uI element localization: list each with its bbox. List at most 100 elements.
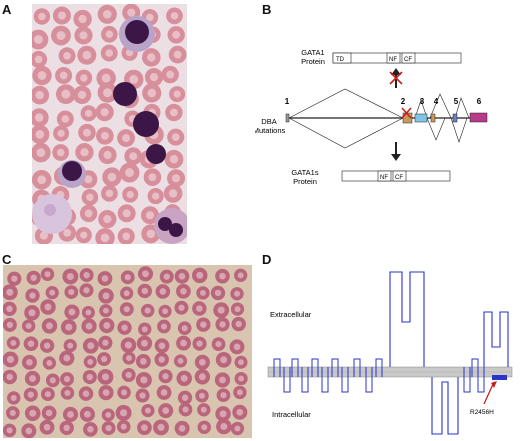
red-blood-cell-pallor	[199, 289, 206, 296]
red-blood-cell-pallor	[82, 390, 90, 397]
red-blood-cell-pallor	[36, 148, 46, 158]
red-blood-cell-pallor	[35, 90, 44, 100]
red-blood-cell-pallor	[57, 11, 67, 20]
neutrophil-cell	[154, 208, 187, 244]
transmembrane-loop	[321, 377, 329, 393]
red-blood-cell-pallor	[173, 50, 182, 59]
panel-d-membrane-topology: Extracellular Intracellular R2456H	[267, 271, 513, 435]
red-blood-cell-pallor	[25, 322, 32, 329]
red-blood-cell-pallor	[219, 272, 226, 280]
red-blood-cell-pallor	[59, 71, 68, 80]
red-blood-cell-pallor	[83, 410, 91, 418]
red-blood-cell-pallor	[61, 115, 70, 123]
red-blood-cell-pallor	[105, 189, 114, 198]
red-blood-cell-pallor	[214, 289, 222, 297]
red-blood-cell-pallor	[49, 377, 56, 384]
transmembrane-helix	[353, 367, 361, 377]
mutation-label-r2456h: R2456H	[470, 409, 494, 416]
transmembrane-helix	[331, 367, 339, 377]
red-blood-cell-pallor	[44, 271, 51, 278]
red-blood-cell-pallor	[238, 375, 245, 382]
red-blood-cell-pallor	[129, 75, 139, 84]
transmembrane-helix	[283, 367, 291, 377]
red-blood-cell-pallor	[170, 12, 179, 20]
transmembrane-loop	[291, 358, 299, 367]
red-blood-cell-pallor	[79, 31, 88, 40]
transmembrane-helix	[365, 367, 373, 377]
red-blood-cell-pallor	[129, 152, 138, 161]
red-blood-cell-pallor	[177, 358, 184, 364]
red-blood-cell-pallor	[65, 323, 73, 331]
red-blood-cell-pallor	[139, 392, 146, 399]
red-blood-cell-pallor	[235, 320, 242, 328]
blocked-translation-arrow	[389, 68, 403, 88]
red-blood-cell-pallor	[169, 155, 179, 164]
red-blood-cell-pallor	[46, 360, 53, 367]
erythroblast-cell	[146, 144, 166, 164]
red-blood-cell-pallor	[149, 73, 159, 82]
red-blood-cell-pallor	[196, 271, 204, 279]
red-blood-cell-pallor	[220, 392, 227, 399]
red-blood-cell-pallor	[37, 71, 47, 80]
red-blood-cell-pallor	[141, 424, 148, 431]
red-blood-cell-pallor	[201, 424, 208, 431]
red-blood-cell-pallor	[26, 358, 33, 366]
red-blood-cell-pallor	[63, 51, 71, 60]
gata1s-protein-label-line1: GATA1s	[291, 168, 318, 177]
red-blood-cell-pallor	[180, 374, 188, 382]
panel-d-label: D	[262, 252, 272, 267]
transmembrane-helix	[477, 367, 485, 377]
red-blood-cell-pallor	[38, 12, 46, 21]
red-blood-cell-pallor	[141, 339, 148, 347]
red-blood-cell-pallor	[11, 275, 18, 282]
transmembrane-helix	[341, 367, 349, 377]
exon-6	[469, 112, 488, 123]
red-blood-cell-pallor	[49, 289, 56, 296]
red-blood-cell-pallor	[67, 411, 74, 418]
red-blood-cell-pallor	[100, 355, 108, 363]
red-blood-cell-pallor	[80, 74, 88, 82]
red-blood-cell-pallor	[35, 113, 44, 122]
red-blood-cell-pallor	[68, 288, 75, 296]
red-blood-cell-pallor	[198, 358, 206, 366]
red-blood-cell-pallor	[146, 13, 154, 22]
red-blood-cell-pallor	[166, 70, 175, 79]
transmembrane-helix	[301, 367, 309, 377]
red-blood-cell-pallor	[162, 407, 170, 415]
red-blood-cell-pallor	[63, 375, 71, 383]
red-blood-cell-pallor	[101, 73, 111, 83]
splice-junction-5-6	[450, 117, 468, 143]
red-blood-cell-pallor	[87, 342, 95, 350]
extracellular-label: Extracellular	[270, 310, 312, 319]
red-blood-cell-pallor	[217, 306, 225, 314]
exon-1	[285, 113, 290, 123]
red-blood-cell-pallor	[84, 209, 93, 218]
panel-b-gata1-diagram: GATA1 Protein TD NF CF DBA Mutations 1 2…	[255, 48, 488, 186]
transmembrane-helix	[311, 367, 319, 377]
red-blood-cell-pallor	[146, 229, 156, 239]
transmembrane-loop	[341, 377, 349, 393]
red-blood-cell-pallor	[163, 273, 170, 280]
panel-b-label: B	[262, 2, 272, 17]
red-blood-cell-pallor	[142, 270, 149, 278]
red-blood-cell-pallor	[200, 406, 207, 413]
red-blood-cell-pallor	[103, 322, 111, 329]
red-blood-cell-pallor	[158, 356, 165, 363]
red-blood-cell-pallor	[43, 342, 51, 349]
red-blood-cell-pallor	[122, 209, 131, 218]
transmembrane-loop	[311, 358, 319, 367]
exon-label-3: 3	[420, 97, 425, 106]
td-domain-box	[332, 52, 352, 64]
panel-c-blood-smear-image	[3, 265, 252, 438]
red-blood-cell-pallor	[85, 309, 92, 316]
transmembrane-loop	[375, 358, 383, 367]
red-blood-cell-pallor	[63, 228, 72, 237]
red-blood-cell-pallor	[102, 292, 110, 300]
red-blood-cell-pallor	[152, 192, 160, 200]
red-blood-cell-pallor	[125, 371, 132, 379]
transmembrane-helix	[463, 367, 471, 377]
red-blood-cell-pallor	[102, 307, 109, 314]
red-blood-cell-pallor	[159, 288, 167, 295]
splice-junction-upper	[288, 88, 404, 119]
red-blood-cell-pallor	[83, 287, 90, 294]
